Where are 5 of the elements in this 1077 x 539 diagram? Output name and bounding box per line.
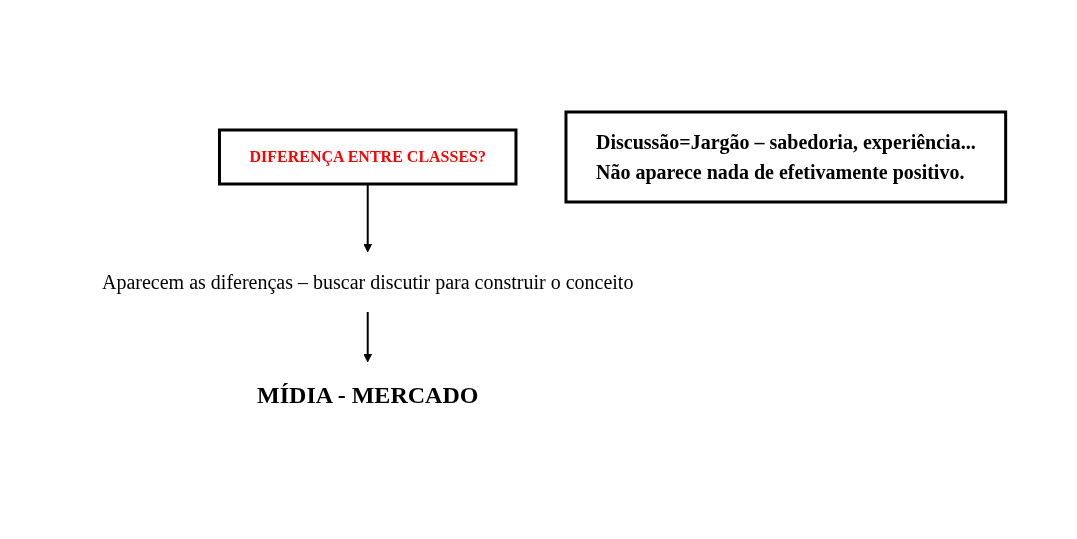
node-text: MÍDIA - MERCADO [256,381,479,408]
node-text: Aparecem as diferenças – buscar discutir para construir o conceito [101,270,634,293]
arrow [363,310,372,362]
node-box: Discussão=Jargão – sabedoria, experiência... Não aparece nada de efetivamente positivo. [564,110,1007,203]
node-box: DIFERENÇA ENTRE CLASSES? [217,128,518,185]
